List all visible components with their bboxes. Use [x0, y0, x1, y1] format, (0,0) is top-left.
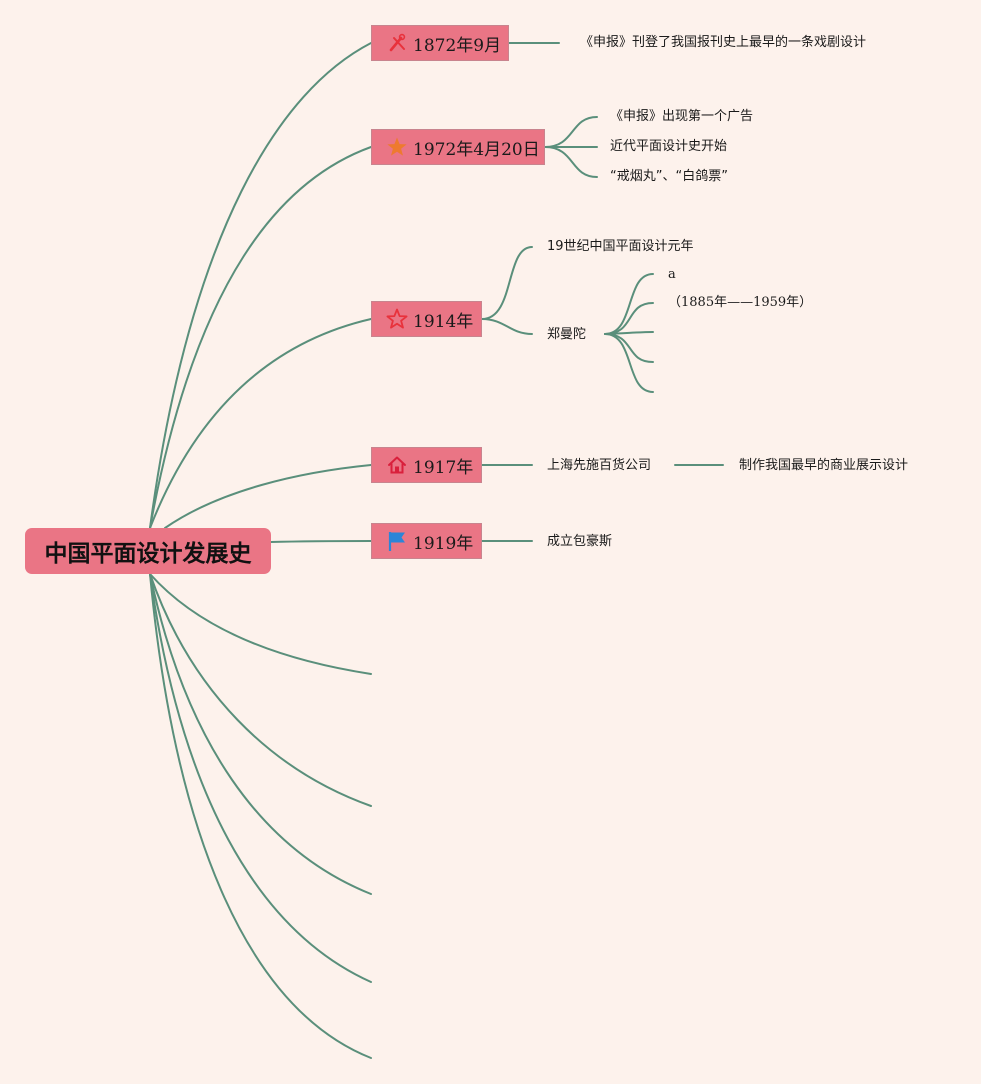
- root-topic[interactable]: 中国平面设计发展史: [25, 528, 271, 574]
- topic-label: 1917年: [413, 457, 474, 478]
- leaf-zheng-a[interactable]: a: [668, 267, 676, 282]
- leaf-shenbao-first-ad[interactable]: 《申报》出现第一个广告: [610, 109, 754, 124]
- topic-label: 1872年9月: [413, 35, 502, 56]
- connector-1914-child-1: [481, 246, 533, 320]
- leaf-xianshi-department-store[interactable]: 上海先施百货公司: [547, 458, 652, 473]
- connector-root-1872: [149, 42, 372, 529]
- connector-empty-3: [149, 573, 372, 895]
- connector-empty-1: [149, 573, 372, 675]
- connector-empty-4: [149, 573, 372, 983]
- leaf-posters[interactable]: “戒烟丸”、“白鸽票”: [610, 169, 728, 184]
- leaf-zheng-lifespan[interactable]: （1885年——1959年）: [668, 295, 813, 310]
- connector-root-1919: [270, 540, 372, 543]
- topic-1914[interactable]: 1914年: [371, 301, 482, 337]
- connector-root-1917: [164, 464, 372, 529]
- house-icon: [386, 454, 408, 476]
- connector-empty-2: [149, 573, 372, 807]
- topic-label: 1919年: [413, 533, 474, 554]
- leaf-design-first-year[interactable]: 19世纪中国平面设计元年: [547, 239, 694, 254]
- leaf-commercial-display-design[interactable]: 制作我国最早的商业展示设计: [739, 458, 909, 473]
- connector-empty-5: [149, 573, 372, 1059]
- topic-label: 1914年: [413, 311, 474, 332]
- connector-zheng-child-1: [604, 273, 654, 335]
- topic-label: 1972年4月20日: [413, 139, 540, 160]
- root-topic-label: 中国平面设计发展史: [44, 541, 252, 567]
- connector-root-1972: [149, 146, 372, 529]
- topic-1919[interactable]: 1919年: [371, 523, 482, 559]
- leaf-shenbao-drama-design[interactable]: 《申报》刊登了我国报刊史上最早的一条戏剧设计: [580, 35, 867, 50]
- connector-1914-child-2: [481, 318, 533, 335]
- leaf-bauhaus-founded[interactable]: 成立包豪斯: [547, 534, 613, 549]
- tools-icon: [386, 32, 408, 54]
- connector-zheng-child-5: [604, 333, 654, 393]
- leaf-zheng-mantuo[interactable]: 郑曼陀: [547, 327, 587, 342]
- topic-1872[interactable]: 1872年9月: [371, 25, 509, 61]
- connector-1972-child-3: [544, 146, 598, 178]
- connector-root-1914: [149, 318, 372, 529]
- leaf-modern-design-begins[interactable]: 近代平面设计史开始: [610, 139, 728, 154]
- star-filled-icon: [386, 136, 408, 158]
- topic-1917[interactable]: 1917年: [371, 447, 482, 483]
- topic-1972[interactable]: 1972年4月20日: [371, 129, 545, 165]
- star-outline-icon: [386, 308, 408, 330]
- flag-icon: [386, 530, 408, 552]
- connector-1972-child-1: [544, 116, 598, 148]
